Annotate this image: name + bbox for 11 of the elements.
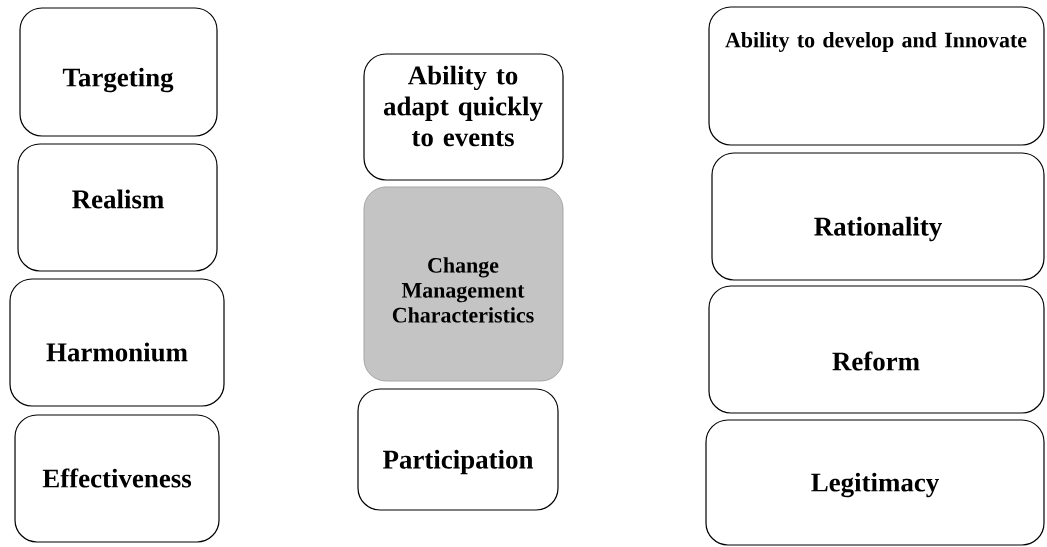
text-box: Participation [357,388,559,511]
text-box: Realism [17,143,218,272]
text-box: Harmonium [9,278,225,407]
text-box: Targeting [19,7,218,137]
text-box: Ability to adapt quickly to events [363,53,564,181]
text-box: Reform [708,285,1045,414]
text-box: Effectiveness [14,414,220,543]
text-box: Legitimacy [705,419,1045,546]
text-box: Ability to develop and Innovate [708,6,1045,146]
center-box: Change Management Characteristics [363,186,564,382]
text-box: Rationality [711,152,1045,281]
